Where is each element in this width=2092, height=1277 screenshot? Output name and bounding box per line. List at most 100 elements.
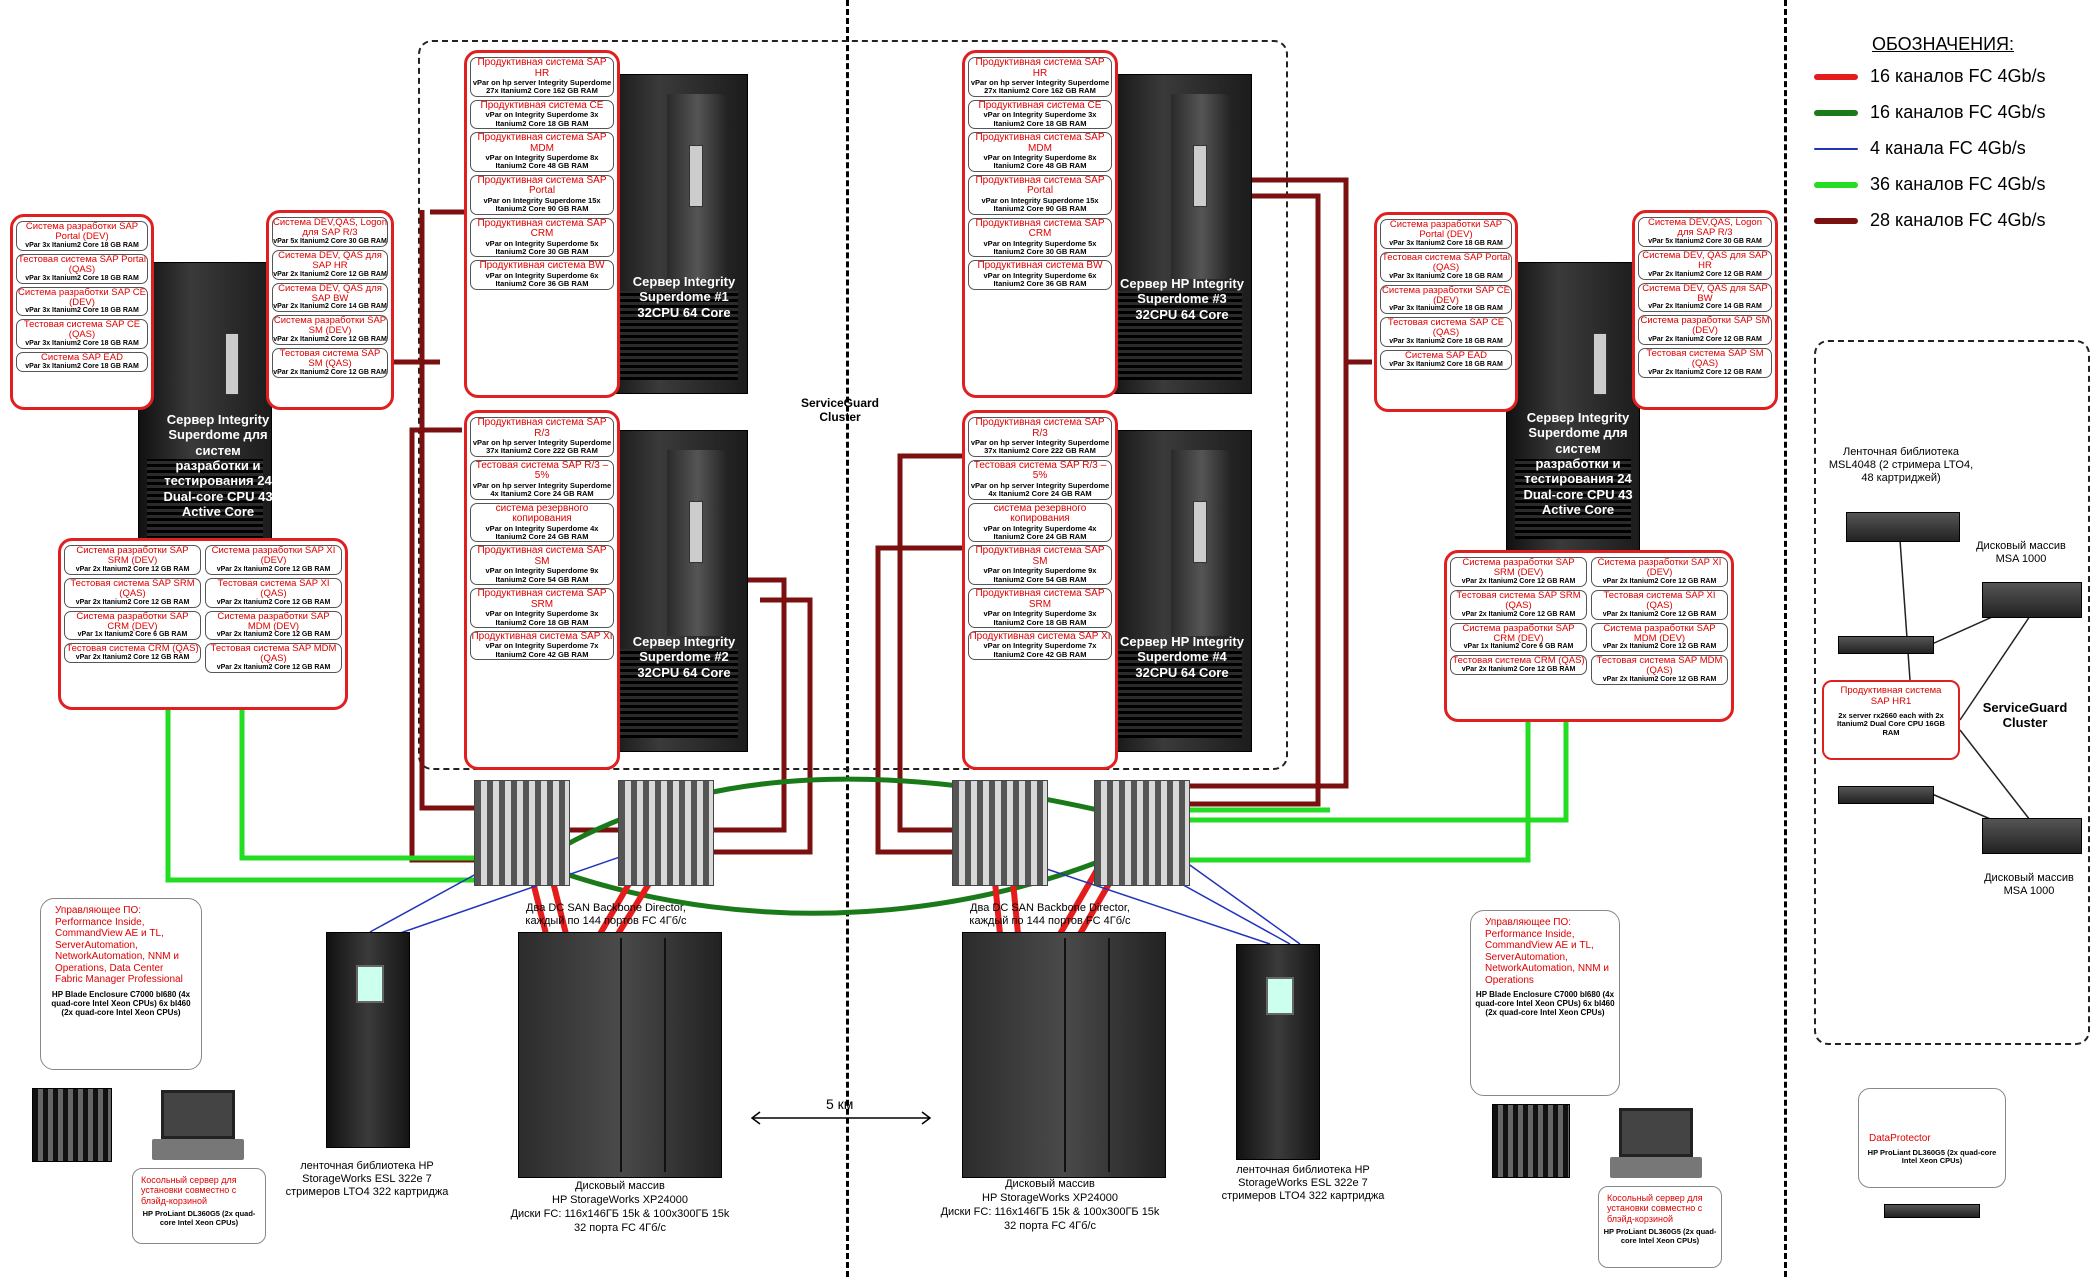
vpar-box: Система разработки SAP CE (DEV)vPar 3x I… bbox=[1380, 285, 1512, 315]
vpar-title: Система разработки SAP XI (DEV) bbox=[1592, 558, 1727, 578]
vpar-box: Тестовая система SAP SRM (QAS)vPar 2x It… bbox=[64, 578, 201, 608]
legend-label-2: 16 каналов FC 4Gb/s bbox=[1870, 102, 2046, 123]
vpar-specs: vPar 2x Itanium2 Core 14 GB RAM bbox=[273, 303, 387, 311]
vpar-specs: vPar on hp server Integrity Superdome 27… bbox=[471, 79, 613, 96]
console-server-left-text: Косольный сервер для установки совместно… bbox=[133, 1169, 265, 1206]
xp-right-model: HP StorageWorks XP24000 bbox=[890, 1192, 1210, 1205]
legend-swatch-lime bbox=[1814, 182, 1858, 188]
dev-group-c-right: Система разработки SAP SRM (DEV) vPar 2x … bbox=[1444, 550, 1734, 722]
legend-label-3: 4 канала FC 4Gb/s bbox=[1870, 138, 2026, 159]
vpar-title: Тестовая система SAP Portal (QAS) bbox=[1381, 253, 1511, 273]
vpar-specs: vPar 3x Itanium2 Core 18 GB RAM bbox=[1381, 305, 1511, 313]
vpar-box: Продуктивная система SAP MDMvPar on Inte… bbox=[470, 132, 614, 172]
vpar-specs: vPar 3x Itanium2 Core 18 GB RAM bbox=[1381, 338, 1511, 346]
vpar-specs: vPar on Integrity Superdome 8x Itanium2 … bbox=[969, 154, 1111, 171]
legend-swatch-maroon bbox=[1814, 218, 1858, 224]
vpar-box: Тестовая система CRM (QAS)vPar 2x Itaniu… bbox=[1450, 655, 1587, 675]
vpar-box: Тестовая система SAP XI (QAS)vPar 2x Ita… bbox=[1591, 590, 1728, 620]
vpar-box: Тестовая система SAP SM (QAS)vPar 2x Ita… bbox=[272, 348, 388, 378]
serviceguard-cluster-label: ServiceGuard Cluster bbox=[788, 396, 892, 424]
vpar-specs: vPar on Integrity Superdome 3x Itanium2 … bbox=[969, 610, 1111, 627]
management-software-right: Управляющее ПО: Performance Inside, Comm… bbox=[1471, 911, 1619, 986]
vpar-title: Система разработки SAP Portal (DEV) bbox=[17, 222, 147, 242]
vpar-box: Продуктивная система SAP CRMvPar on Inte… bbox=[470, 218, 614, 258]
vpar-box: Продуктивная система BWvPar on Integrity… bbox=[470, 260, 614, 289]
legend-item-4: 36 каналов FC 4Gb/s bbox=[1814, 174, 2046, 195]
vpar-box: Тестовая система SAP Portal (QAS)vPar 3x… bbox=[16, 254, 148, 284]
vpar-title: Тестовая система SAP CE (QAS) bbox=[1381, 318, 1511, 338]
vpar-title: система резервного копирования bbox=[471, 504, 613, 525]
vpar-title: Тестовая система SAP R/3 – 5% bbox=[969, 461, 1111, 482]
vpar-box: Система разработки SAP Portal (DEV)vPar … bbox=[1380, 219, 1512, 249]
vpar-specs: vPar on Integrity Superdome 3x Itanium2 … bbox=[471, 111, 613, 128]
vpar-specs: vPar on Integrity Superdome 5x Itanium2 … bbox=[471, 240, 613, 257]
superdome-1-rack bbox=[600, 74, 748, 394]
vpar-box: Тестовая система SAP SRM (QAS)vPar 2x It… bbox=[1450, 590, 1587, 620]
vpar-title: Тестовая система SAP XI (QAS) bbox=[206, 579, 341, 599]
vpar-specs: vPar on Integrity Superdome 3x Itanium2 … bbox=[969, 111, 1111, 128]
san-director-3 bbox=[952, 780, 1048, 886]
vpar-specs: vPar 3x Itanium2 Core 18 GB RAM bbox=[1381, 361, 1511, 369]
vpar-title: Система SAP EAD bbox=[1381, 351, 1511, 361]
vpar-title: Система DEV, QAS для SAP BW bbox=[1639, 284, 1771, 304]
vpar-box: Тестовая система SAP R/3 – 5%vPar on hp … bbox=[968, 460, 1112, 500]
msl4048-caption: Ленточная библиотека MSL4048 (2 стримера… bbox=[1826, 446, 1976, 486]
vpar-list: Продуктивная система SAP R/3vPar on hp s… bbox=[968, 417, 1112, 660]
msa1000-bottom-caption: Дисковый массив MSA 1000 bbox=[1974, 872, 2084, 898]
legend-swatch-red bbox=[1814, 74, 1858, 80]
vpar-box: Система разработки SAP XI (DEV)vPar 2x I… bbox=[1591, 557, 1728, 587]
dataprotector-model: HP ProLiant DL360G5 (2x quad-core Intel … bbox=[1859, 1145, 2005, 1170]
xp-right-ports: 32 порта FC 4Гб/с bbox=[890, 1220, 1210, 1233]
vpar-specs: vPar on Integrity Superdome 4x Itanium2 … bbox=[969, 525, 1111, 542]
laptop-right-icon bbox=[1610, 1108, 1702, 1178]
vpar-specs: vPar on Integrity Superdome 6x Itanium2 … bbox=[969, 272, 1111, 289]
vpar-title: Система разработки SAP SRM (DEV) bbox=[1451, 558, 1586, 578]
management-hardware-right: HP Blade Enclosure C7000 bl680 (4x quad-… bbox=[1471, 986, 1619, 1022]
msl4048-tape-library bbox=[1846, 512, 1960, 542]
xp-left-model: HP StorageWorks XP24000 bbox=[460, 1194, 780, 1207]
vpar-box: Система разработки SAP CRM (DEV)vPar 1x … bbox=[64, 611, 201, 641]
rx2660-server-1 bbox=[1838, 636, 1934, 654]
vpar-box: Продуктивная система SAP HRvPar on hp se… bbox=[470, 57, 614, 97]
vpar-specs: vPar 2x Itanium2 Core 12 GB RAM bbox=[1451, 666, 1586, 674]
vpar-box: Продуктивная система SAP PortalvPar on I… bbox=[470, 175, 614, 215]
vpar-box: Тестовая система SAP XI (QAS)vPar 2x Ita… bbox=[205, 578, 342, 608]
vpar-specs: vPar on Integrity Superdome 9x Itanium2 … bbox=[471, 567, 613, 584]
lime-link bbox=[168, 710, 490, 880]
blade-enclosure-right bbox=[1492, 1104, 1570, 1178]
vpar-specs: vPar on Integrity Superdome 9x Itanium2 … bbox=[969, 567, 1111, 584]
sap-hr1-note: Продуктивная система SAP HR1 2x server r… bbox=[1822, 680, 1960, 760]
directors-caption-left: Два DC SAN Backbone Director, каждый по … bbox=[508, 902, 704, 928]
vpar-title: Тестовая система SAP MDM (QAS) bbox=[206, 644, 341, 664]
vpar-box: Система разработки SAP MDM (DEV)vPar 2x … bbox=[205, 611, 342, 641]
vpar-specs: vPar on Integrity Superdome 15x Itanium2… bbox=[969, 197, 1111, 214]
vpar-specs: vPar 3x Itanium2 Core 18 GB RAM bbox=[17, 242, 147, 250]
vpar-title: Система DEV,QAS, Logon для SAP R/3 bbox=[273, 218, 387, 238]
legend-label-4: 36 каналов FC 4Gb/s bbox=[1870, 174, 2046, 195]
vpar-box: Система разработки SAP Portal (DEV)vPar … bbox=[16, 221, 148, 251]
vpar-specs: vPar 2x Itanium2 Core 12 GB RAM bbox=[65, 566, 200, 574]
vpar-title: Тестовая система SAP CE (QAS) bbox=[17, 320, 147, 340]
vpar-list: Продуктивная система SAP R/3vPar on hp s… bbox=[470, 417, 614, 660]
vpar-box: Система разработки SAP MDM (DEV)vPar 2x … bbox=[1591, 623, 1728, 653]
vpar-title: Тестовая система SAP SRM (QAS) bbox=[1451, 591, 1586, 611]
console-server-right-text: Косольный сервер для установки совместно… bbox=[1599, 1187, 1721, 1224]
tape-library-left bbox=[326, 932, 410, 1148]
dl360-server bbox=[1884, 1204, 1980, 1218]
vpar-title: Продуктивная система SAP SRM bbox=[471, 589, 613, 610]
vpar-box: Тестовая система SAP R/3 – 5%vPar on hp … bbox=[470, 460, 614, 500]
dev-group-a-right: Система разработки SAP Portal (DEV)vPar … bbox=[1374, 212, 1518, 412]
legend-label-1: 16 каналов FC 4Gb/s bbox=[1870, 66, 2046, 87]
vpar-specs: vPar on Integrity Superdome 6x Itanium2 … bbox=[471, 272, 613, 289]
vpar-box: Система разработки SAP CE (DEV)vPar 3x I… bbox=[16, 287, 148, 317]
vpar-title: Система DEV, QAS для SAP HR bbox=[1639, 251, 1771, 271]
vpar-box: Продуктивная система SAP XIvPar on Integ… bbox=[470, 631, 614, 660]
vpar-specs: vPar 3x Itanium2 Core 18 GB RAM bbox=[17, 363, 147, 371]
vpar-box: Система DEV,QAS, Logon для SAP R/3vPar 5… bbox=[1638, 217, 1772, 247]
vpar-specs: vPar 3x Itanium2 Core 18 GB RAM bbox=[17, 275, 147, 283]
vpar-box: Тестовая система SAP CE (QAS)vPar 3x Ita… bbox=[1380, 317, 1512, 347]
vpar-title: Продуктивная система SAP Portal bbox=[471, 176, 613, 197]
